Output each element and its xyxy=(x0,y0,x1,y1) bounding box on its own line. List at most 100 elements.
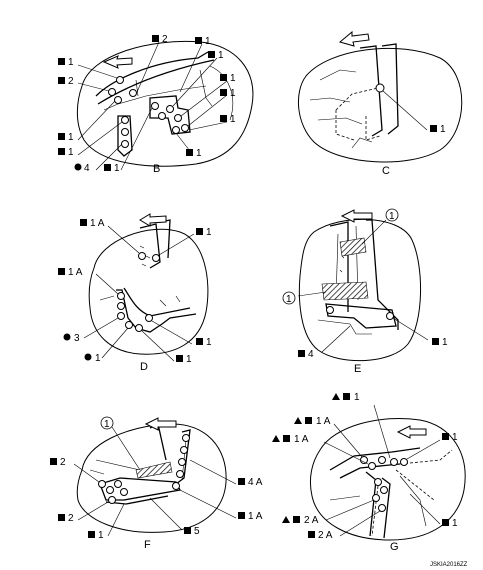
square-symbol xyxy=(298,350,305,357)
spot-weld xyxy=(380,486,388,494)
callout-label: 1 xyxy=(104,419,110,430)
spot-weld xyxy=(108,88,116,96)
square-symbol xyxy=(293,516,300,523)
panel-b-spots xyxy=(108,76,189,148)
spot-weld xyxy=(138,252,146,260)
callout-label: 1 xyxy=(114,163,120,174)
callout-label: 1 xyxy=(286,294,292,305)
panel-g-labels: 1 1 A 1 A 1 2 A 2 A 1 G xyxy=(272,392,458,553)
square-symbol xyxy=(238,478,245,485)
spot-weld xyxy=(360,456,368,464)
panel-b: 1 2 2 1 1 1 1 1 1 1 4 1 1 B xyxy=(58,34,254,175)
spot-weld xyxy=(151,102,159,110)
spot-weld xyxy=(106,486,114,494)
panel-d-outline xyxy=(88,228,209,355)
square-symbol xyxy=(305,417,312,424)
callout-label: 2 A xyxy=(318,530,333,541)
square-symbol xyxy=(196,338,203,345)
panel-g-body xyxy=(329,447,453,539)
spot-weld xyxy=(117,302,125,310)
spot-weld xyxy=(116,76,124,84)
spot-weld xyxy=(178,458,186,466)
spot-weld xyxy=(182,434,190,442)
circle-symbol xyxy=(74,163,82,171)
square-symbol xyxy=(238,512,245,519)
callout-label: 4 xyxy=(308,349,314,360)
spot-weld xyxy=(114,96,122,104)
direction-arrow-icon xyxy=(396,425,427,439)
panel-g: 1 1 A 1 A 1 2 A 2 A 1 G xyxy=(272,392,466,553)
callout-label: 1 xyxy=(452,432,458,443)
callout-label: 4 A xyxy=(248,477,263,488)
panel-f: 1 2 4 A 1 A 2 5 1 F xyxy=(50,416,263,551)
callout-label: 5 xyxy=(194,526,200,537)
square-symbol xyxy=(220,89,227,96)
panel-d-letter: D xyxy=(140,361,148,373)
numbered-circle-symbol xyxy=(385,208,399,222)
square-symbol xyxy=(80,219,87,226)
square-symbol xyxy=(308,531,315,538)
callout-label: 2 xyxy=(60,457,66,468)
triangle-symbol xyxy=(272,435,280,442)
square-symbol xyxy=(220,74,227,81)
panel-d: 1 A 1 1 A 3 1 1 1 D xyxy=(58,213,212,373)
callout-label: 1 xyxy=(230,88,236,99)
square-symbol xyxy=(442,433,449,440)
spot-weld xyxy=(129,89,137,97)
callout-label: 1 xyxy=(230,114,236,125)
square-symbol xyxy=(58,58,65,65)
square-symbol xyxy=(283,435,290,442)
square-symbol xyxy=(184,527,191,534)
square-symbol xyxy=(152,35,159,42)
callout-label: 1 xyxy=(95,353,101,364)
spot-weld xyxy=(117,292,125,300)
direction-arrow-icon xyxy=(144,417,177,431)
callout-label: 1 xyxy=(196,148,202,159)
square-symbol xyxy=(442,519,449,526)
callout-label: 2 xyxy=(68,513,74,524)
spot-weld xyxy=(121,116,129,124)
panel-e-outline xyxy=(298,218,422,362)
spot-weld xyxy=(390,458,398,466)
panel-b-body xyxy=(95,51,234,157)
callout-label: 1 xyxy=(206,337,212,348)
spot-weld xyxy=(378,504,386,512)
square-symbol xyxy=(58,268,65,275)
spot-weld xyxy=(180,446,188,454)
hatched-region xyxy=(321,281,369,301)
panel-g-outline xyxy=(309,417,466,541)
callout-label: 1 A xyxy=(90,218,105,229)
square-symbol xyxy=(208,51,215,58)
spot-weld xyxy=(400,458,408,466)
callout-label: 1 xyxy=(186,354,192,365)
square-symbol xyxy=(186,149,193,156)
square-symbol xyxy=(343,393,350,400)
panel-e-labels: 1 1 4 1 E xyxy=(282,208,448,375)
panel-g-spots xyxy=(360,456,408,512)
direction-arrow-icon xyxy=(102,55,133,69)
panel-c-body xyxy=(309,43,399,149)
triangle-symbol xyxy=(282,516,290,523)
hatched-region xyxy=(135,461,173,479)
square-symbol xyxy=(196,228,203,235)
spot-weld xyxy=(176,470,184,478)
panel-g-letter: G xyxy=(390,541,399,553)
spot-weld xyxy=(121,128,129,136)
square-symbol xyxy=(58,514,65,521)
panel-e-leaders xyxy=(297,219,429,353)
callout-label: 1 A xyxy=(248,511,263,522)
callout-label: 1 A xyxy=(294,434,309,445)
panel-e-body xyxy=(317,219,399,335)
square-symbol xyxy=(220,115,227,122)
spot-weld xyxy=(121,140,129,148)
spot-weld xyxy=(152,254,160,262)
figure-code: JSKIA2016ZZ xyxy=(430,562,468,568)
callout-label: 1 xyxy=(98,530,104,541)
panel-e-letter: E xyxy=(354,363,361,375)
callout-label: 1 A xyxy=(316,416,331,427)
spot-weld xyxy=(125,321,133,329)
callout-label: 3 xyxy=(74,333,80,344)
spot-weld xyxy=(372,494,380,502)
callout-label: 1 xyxy=(452,518,458,529)
